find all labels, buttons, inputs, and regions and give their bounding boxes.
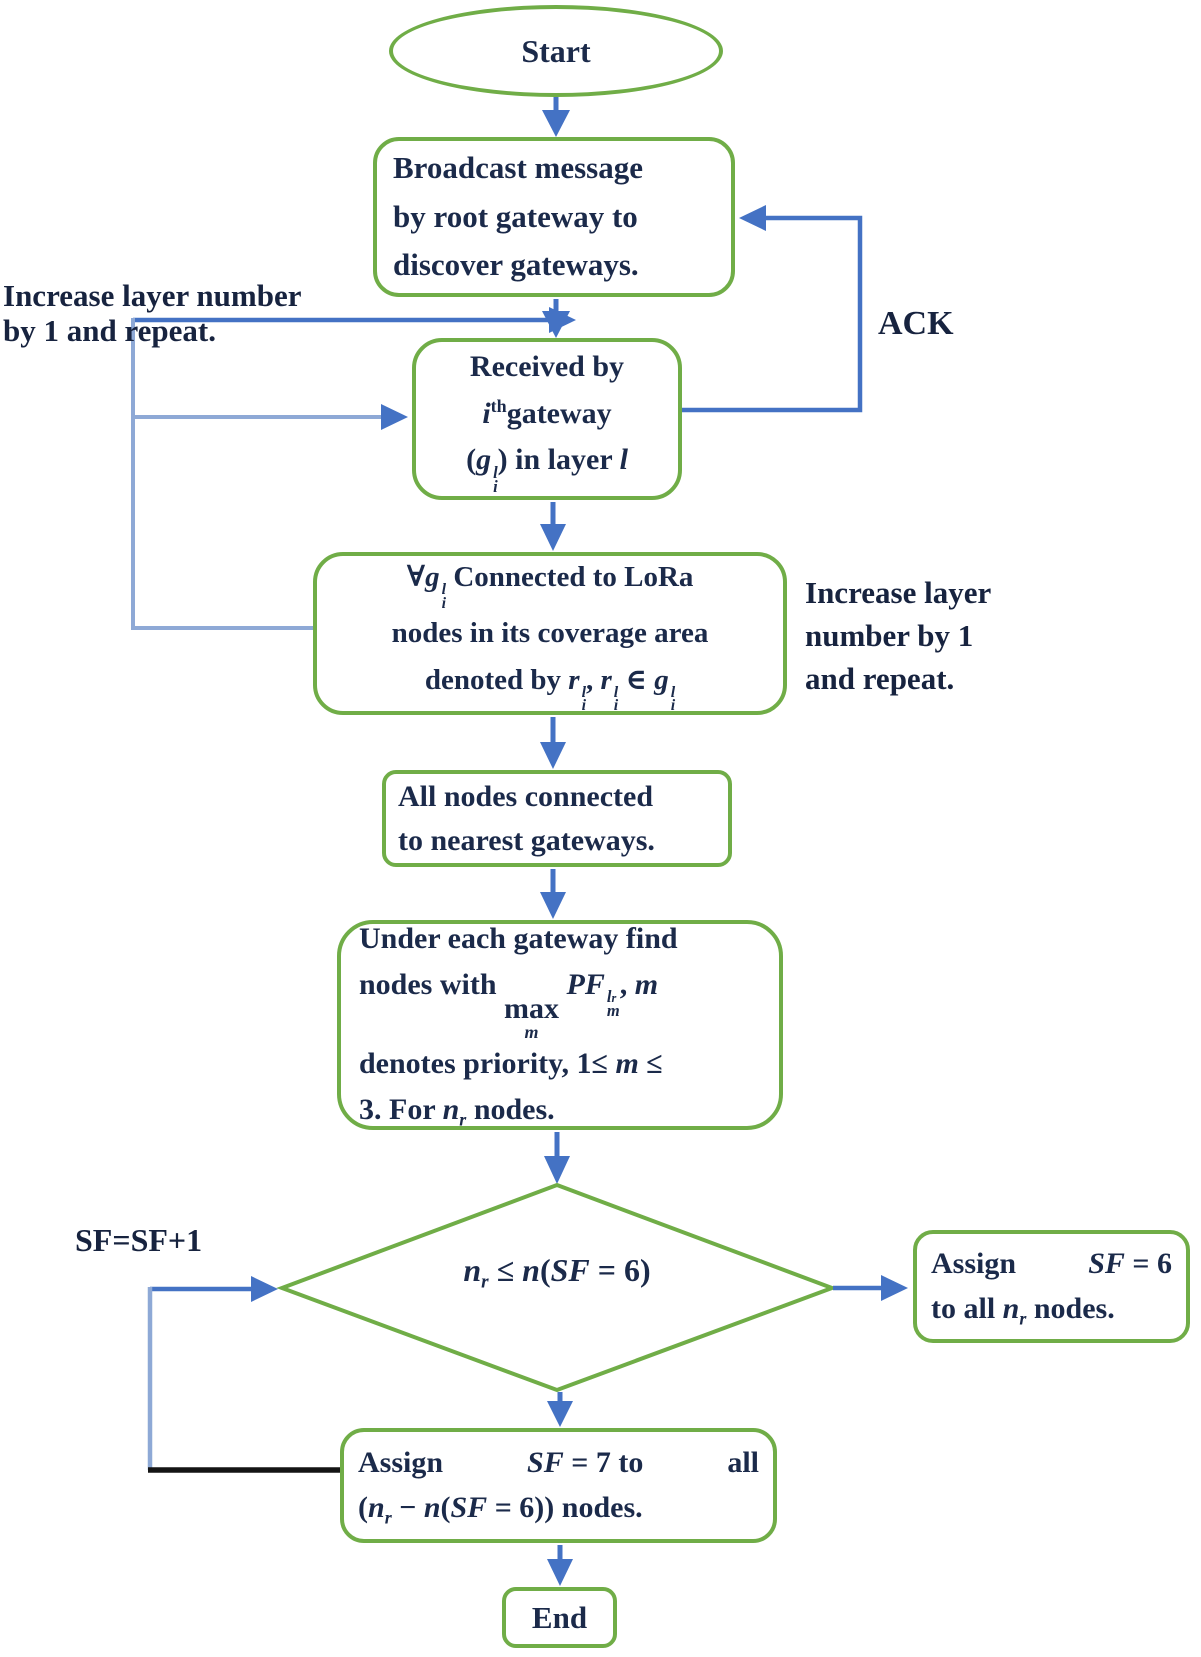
find-line1: Under each gateway find bbox=[359, 921, 678, 955]
connect-line2: nodes in its coverage area bbox=[391, 617, 709, 650]
arrowhead-find-decision bbox=[544, 1156, 570, 1184]
received-line2: ithgateway bbox=[482, 395, 612, 430]
node-end: End bbox=[502, 1587, 617, 1648]
broadcast-line3: discover gateways. bbox=[393, 247, 639, 283]
decision-diamond-shape bbox=[276, 1182, 838, 1393]
end-label: End bbox=[531, 1599, 588, 1635]
arrowhead-assign7-end bbox=[547, 1559, 573, 1586]
arrowhead-decision-assign6 bbox=[881, 1275, 908, 1301]
decision-condition: nr ≤ n(SF = 6) bbox=[463, 1252, 651, 1293]
allnodes-line1: All nodes connected bbox=[398, 780, 653, 813]
find-line3: denotes priority, 1≤ m ≤ bbox=[359, 1046, 663, 1080]
broadcast-line2: by root gateway to bbox=[393, 198, 638, 234]
connector-ack bbox=[682, 215, 863, 413]
forall-symbol: ∀ bbox=[406, 561, 426, 594]
element-of-symbol: ∈ bbox=[618, 663, 655, 696]
arrowhead-received-connect bbox=[540, 524, 566, 551]
assign6-line2: to all nr nodes. bbox=[931, 1291, 1115, 1329]
broadcast-line1: Broadcast message bbox=[393, 149, 643, 185]
th-superscript: th bbox=[490, 395, 507, 416]
assign7-line2: (nr − n(SF = 6)) nodes. bbox=[358, 1490, 643, 1528]
arrowhead-loop-top bbox=[549, 307, 576, 333]
label-increase-right: Increase layer number by 1 and repeat. bbox=[805, 575, 992, 696]
arrowhead-decision-assign7 bbox=[547, 1401, 573, 1427]
arrowhead-connect-allnodes bbox=[540, 742, 566, 769]
arrowhead-allnodes-find bbox=[540, 892, 566, 919]
arrowhead-start-broadcast bbox=[542, 110, 570, 137]
node-broadcast: Broadcast message by root gateway to dis… bbox=[373, 137, 735, 297]
allnodes-line2: to nearest gateways. bbox=[398, 823, 655, 857]
node-start: Start bbox=[389, 5, 723, 97]
find-line4: 3. For nr nodes. bbox=[359, 1093, 555, 1130]
label-ack: ACK bbox=[878, 305, 954, 342]
node-all-nodes: All nodes connected to nearest gateways. bbox=[382, 770, 732, 867]
start-label: Start bbox=[521, 32, 591, 69]
arrowhead-sfloop bbox=[251, 1276, 278, 1302]
arrowhead-ack bbox=[739, 205, 766, 231]
arrowhead-loop-mid bbox=[381, 404, 408, 430]
label-sf-loop: SF=SF+1 bbox=[75, 1222, 203, 1258]
received-line1: Received by bbox=[469, 350, 625, 384]
label-increase-left: Increase layer number by 1 and repeat. bbox=[3, 278, 302, 349]
